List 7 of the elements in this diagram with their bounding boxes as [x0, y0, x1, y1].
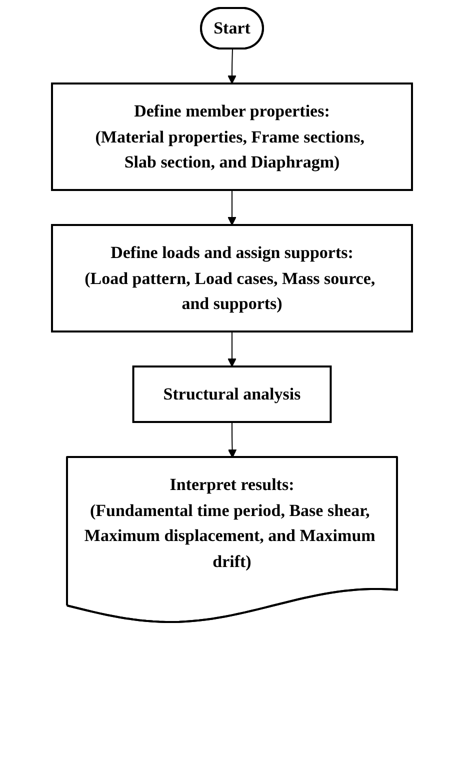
arrow — [227, 190, 236, 226]
node-box: Define loads and assign supports: (Load pattern, Load cases, Mass source, and supports) — [50, 224, 412, 332]
arrow — [227, 48, 236, 84]
arrow — [227, 422, 236, 458]
arrow — [227, 331, 236, 367]
node-box: Structural analysis — [132, 366, 332, 423]
node-box: Define member properties: (Material properties, Frame sections, Slab section, and Diaphragm) — [50, 82, 412, 191]
